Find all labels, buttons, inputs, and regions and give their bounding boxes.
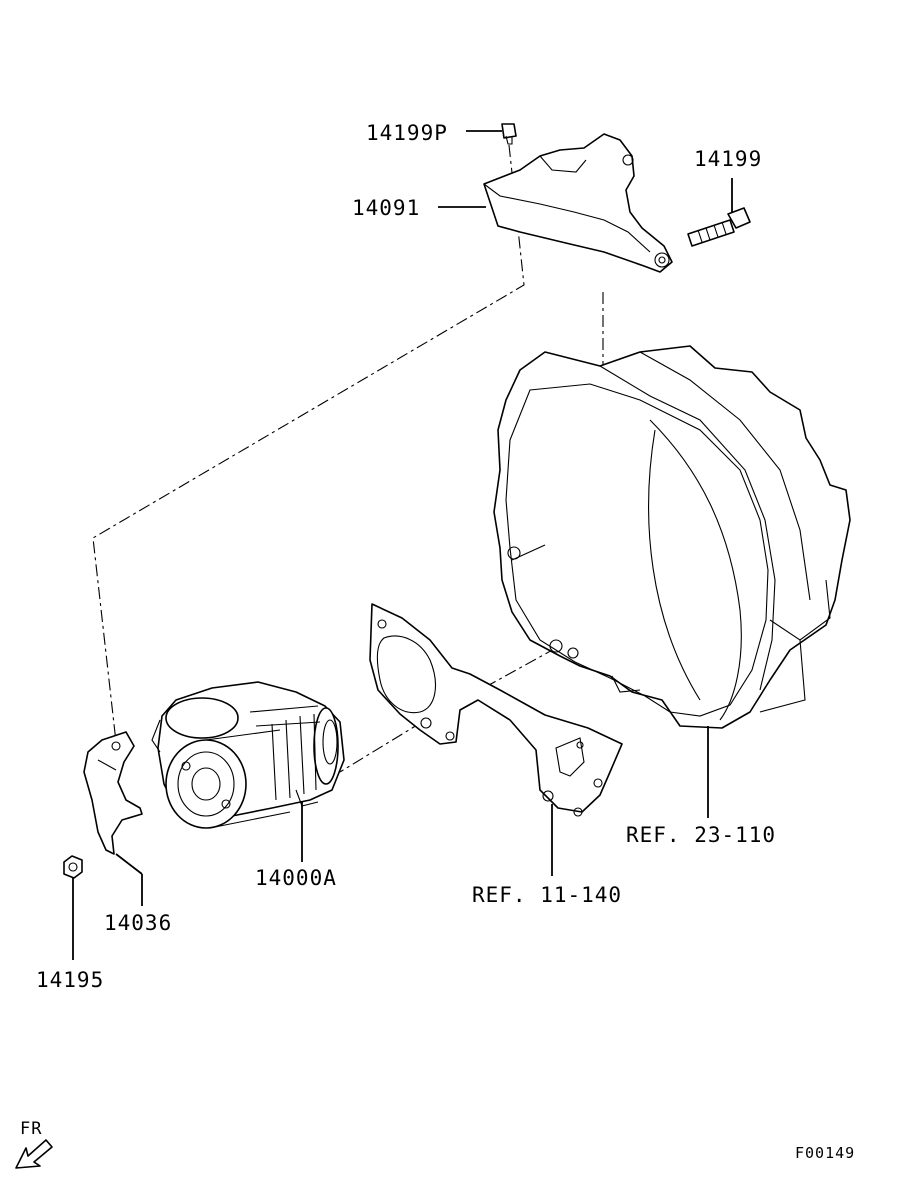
small-bolt-icon [501,123,517,145]
figure-code: F00149 [795,1144,855,1162]
front-direction-arrow-icon [15,1139,53,1169]
front-indicator: FR [15,1119,53,1169]
leader-lines [72,130,733,960]
mounting-bracket-icon [483,133,673,273]
part-label-14199P: 14199P [366,121,448,145]
bolt-icon [687,207,751,247]
part-label-14000A: 14000A [255,866,337,890]
starter-motor-icon [151,681,345,829]
gasket-plate-icon [369,603,623,817]
front-label: FR [20,1119,42,1139]
part-label-14199: 14199 [694,147,762,171]
support-plate-icon [83,731,143,855]
clutch-housing-icon [493,345,851,729]
part-label-14091: 14091 [352,196,420,220]
nut-icon [63,855,83,879]
ref-label-gasket: REF. 11-140 [472,883,622,907]
part-label-14036: 14036 [104,911,172,935]
part-label-14195: 14195 [36,968,104,992]
ref-label-housing: REF. 23-110 [626,823,776,847]
